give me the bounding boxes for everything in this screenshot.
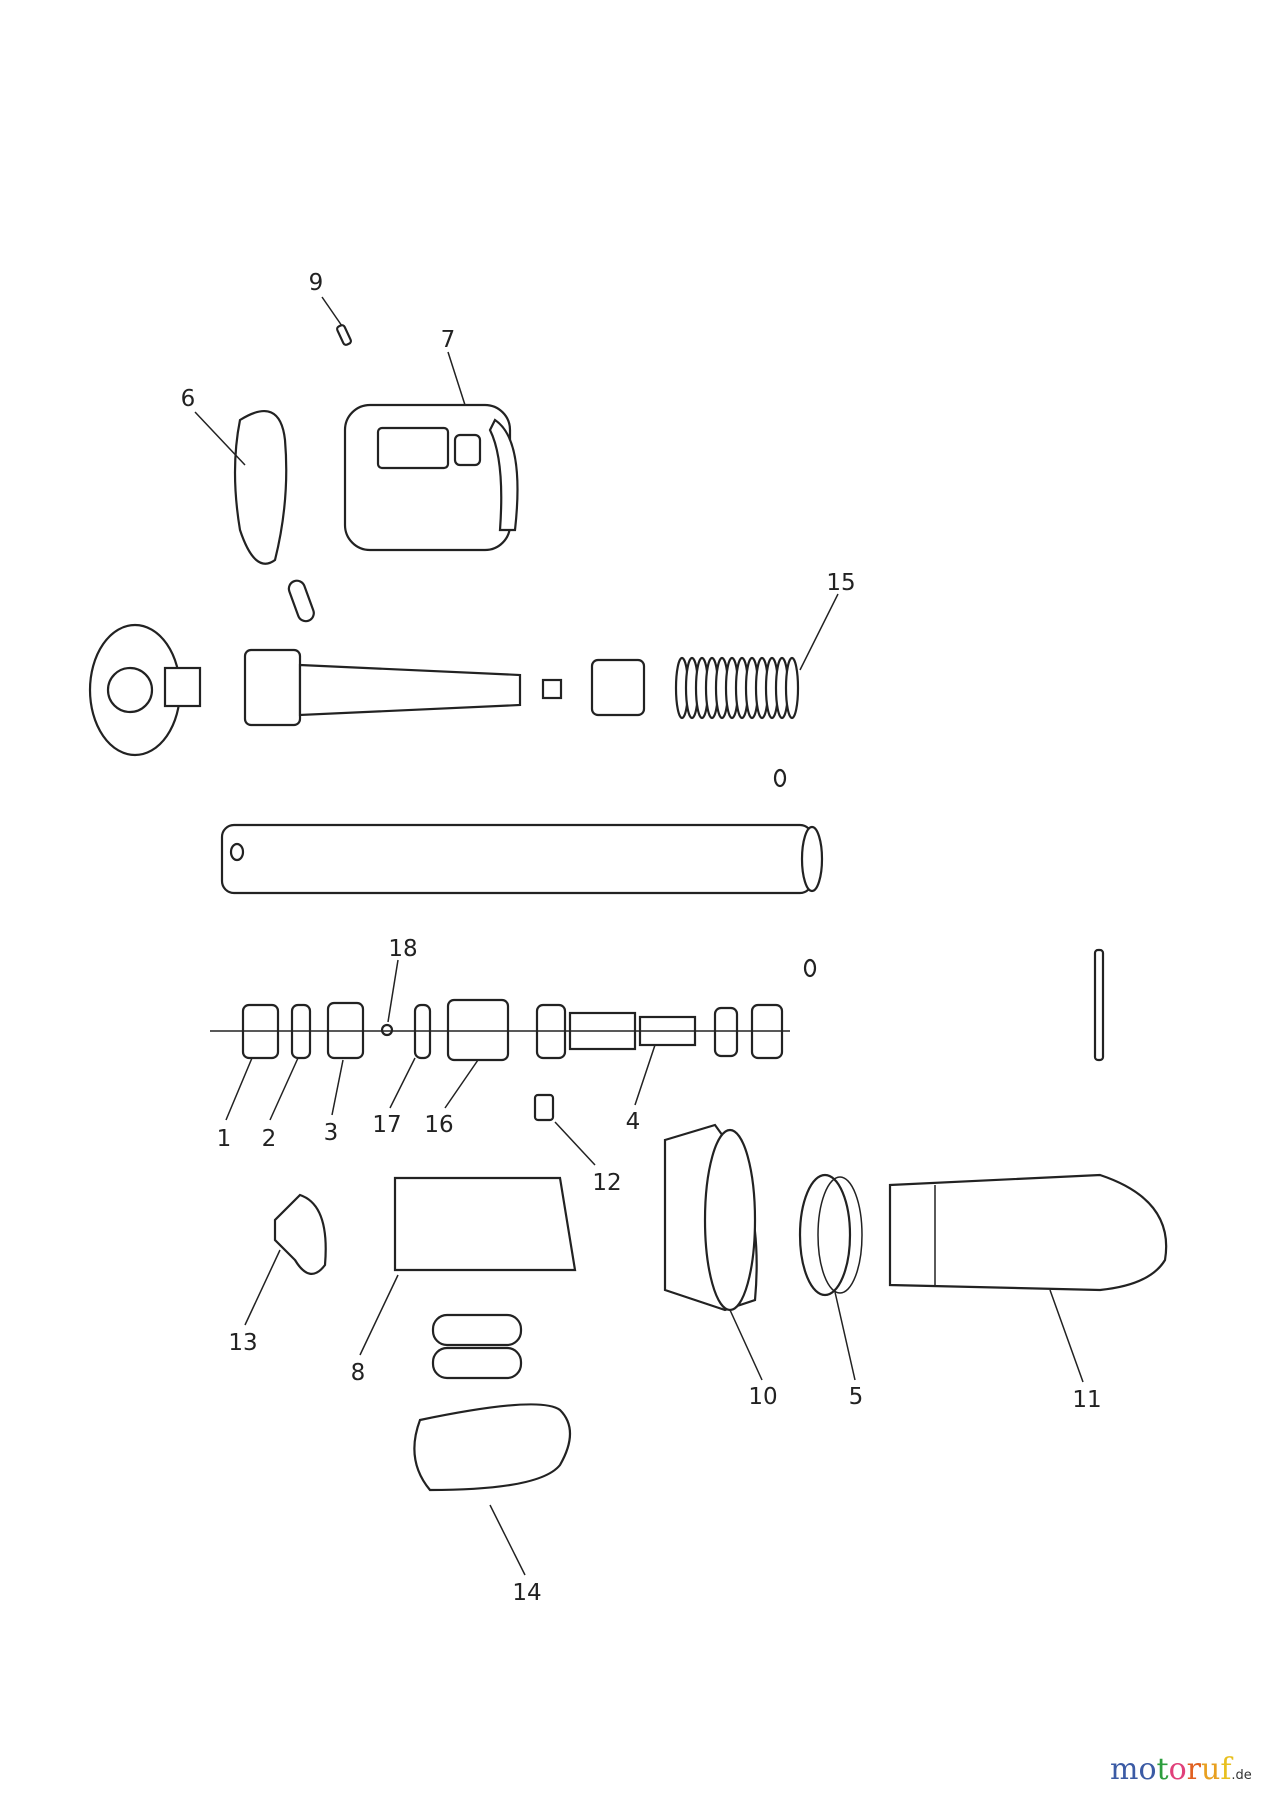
part-8-battery-housing	[393, 1176, 577, 1380]
part-6-cover	[233, 410, 288, 565]
callout-15: 15	[826, 570, 855, 596]
callout-12: 12	[592, 1170, 621, 1196]
ratchet-head-shaft	[88, 623, 646, 757]
callout-2: 2	[262, 1126, 277, 1152]
callout-1: 1	[217, 1126, 232, 1152]
callout-17: 17	[372, 1112, 401, 1138]
callout-13: 13	[228, 1330, 257, 1356]
motoruf-watermark-logo: motoruf.de	[1110, 1752, 1252, 1787]
callout-9: 9	[309, 270, 324, 296]
callout-18: 18	[388, 936, 417, 962]
part-5-spring	[798, 1173, 863, 1297]
part-11-end-cap	[888, 1173, 1168, 1292]
part-10-end-ring	[663, 1123, 758, 1312]
part-12-clip	[533, 1093, 555, 1122]
callout-4: 4	[626, 1109, 641, 1135]
part-13-contact	[273, 1193, 327, 1275]
callout-16: 16	[424, 1112, 453, 1138]
callout-5: 5	[849, 1384, 864, 1410]
callout-11: 11	[1072, 1387, 1101, 1413]
callout-3: 3	[324, 1120, 339, 1146]
part-9-screw	[336, 324, 352, 346]
callout-6: 6	[181, 386, 196, 412]
mechanism-parts-row	[210, 948, 1105, 1062]
part-7-display-housing	[343, 403, 519, 552]
callout-7: 7	[441, 327, 456, 353]
outer-tube	[220, 768, 824, 978]
pin	[287, 579, 315, 623]
part-14-battery-cover	[413, 1403, 571, 1492]
callout-8: 8	[351, 1360, 366, 1386]
callout-10: 10	[748, 1384, 777, 1410]
part-15-spring	[674, 656, 800, 720]
spring-coil	[784, 656, 800, 720]
callout-14: 14	[512, 1580, 541, 1606]
